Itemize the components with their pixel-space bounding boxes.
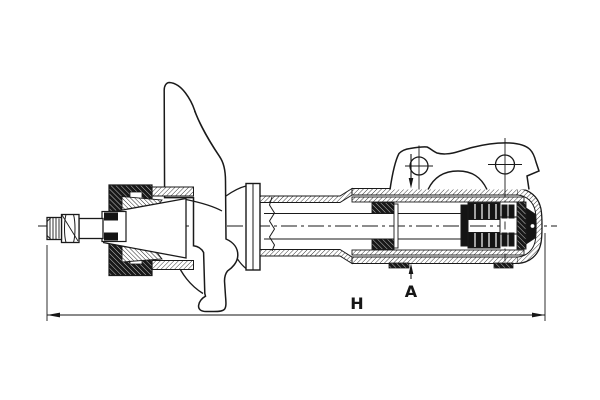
end-cap xyxy=(517,187,543,265)
seat-ridge-line xyxy=(193,110,221,158)
hole-center-marks xyxy=(405,138,522,262)
spring-seat-plate xyxy=(163,81,247,313)
tube-stub-right xyxy=(493,262,514,269)
dimension-h-arrow-right xyxy=(532,312,545,318)
piston-valve-assembly xyxy=(460,202,518,249)
outer-tube-wall-bottom xyxy=(351,256,519,264)
pressure-tube-wall-bottom xyxy=(351,249,525,256)
dimension-a-label: A xyxy=(405,282,418,301)
seat-face-line xyxy=(185,198,223,212)
dimension-h-arrow-left xyxy=(47,312,60,318)
rod-guide-seal xyxy=(371,202,399,250)
outer-tube-wall-bottom-left xyxy=(259,249,353,265)
dimension-a-arrow-top xyxy=(408,178,414,189)
strut-tube xyxy=(245,182,543,271)
piston-rod xyxy=(78,217,104,240)
dimension-h-label: H xyxy=(350,294,363,313)
bracket-arch xyxy=(427,170,488,190)
rod-end-group xyxy=(46,213,104,244)
threaded-rod-end xyxy=(46,216,63,241)
top-mount-bushing xyxy=(101,184,194,277)
dimension-A: A xyxy=(405,154,418,301)
tube-stub-left xyxy=(388,262,410,269)
dimension-a-arrow-bottom xyxy=(408,263,414,274)
boot-end-edge xyxy=(269,196,275,252)
knuckle-mounting-bracket xyxy=(389,138,540,262)
pressure-tube-wall-top xyxy=(351,196,525,203)
dimension-H: H xyxy=(46,233,546,321)
thread-lines xyxy=(46,217,60,240)
